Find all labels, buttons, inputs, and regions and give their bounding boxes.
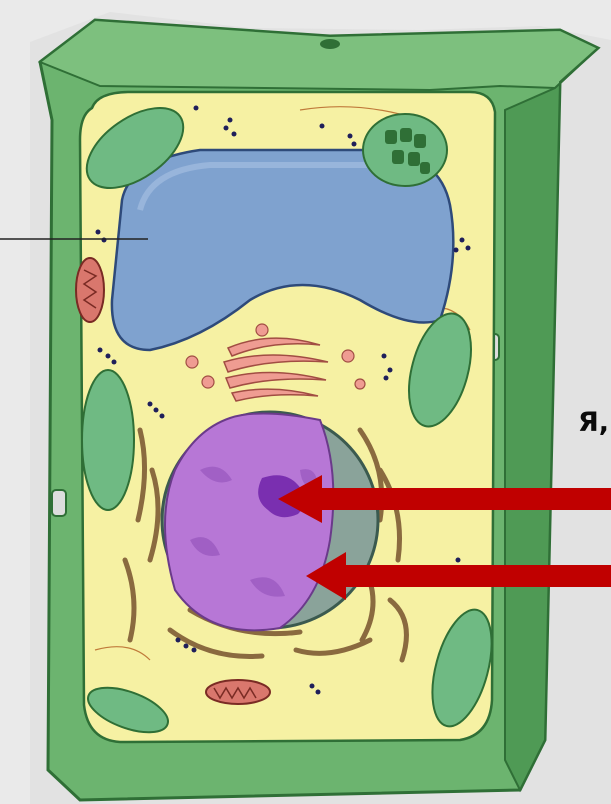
mitochondrion <box>76 258 104 322</box>
nucleus-label: Я, <box>578 407 609 438</box>
plasmodesma-left <box>52 490 66 516</box>
plasmodesma-top <box>320 39 340 49</box>
chloroplast <box>82 370 134 510</box>
chloroplast-grana <box>363 114 447 186</box>
nucleus <box>165 413 333 630</box>
